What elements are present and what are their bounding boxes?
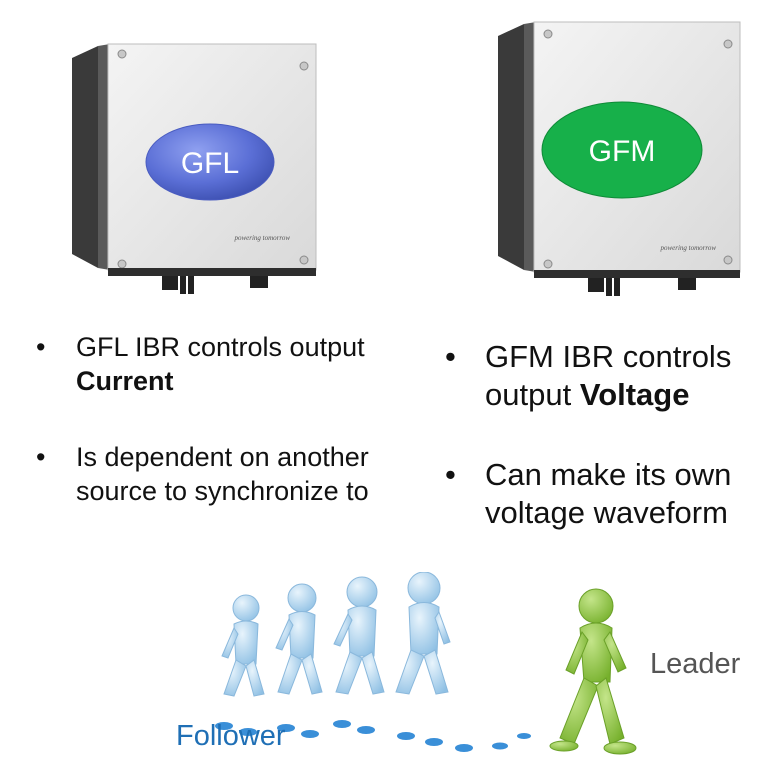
gfm-bullet-1-text: GFM IBR controls output — [485, 339, 732, 412]
leader-label: Leader — [650, 648, 741, 680]
follower-figure-4 — [395, 572, 451, 695]
follower-figure-3 — [333, 576, 385, 695]
gfl-bullet-1-strong: Current — [76, 366, 174, 396]
gfl-bullet-list: GFL IBR controls output Current Is depen… — [28, 330, 388, 550]
gfm-inverter-image: GFM powering tomorrow — [498, 21, 741, 296]
gfm-brand-text: powering tomorrow — [659, 244, 716, 252]
gfl-badge-oval — [145, 123, 275, 201]
gfm-bullet-list: GFM IBR controls output Voltage Can make… — [437, 338, 784, 574]
gfl-bullet-2: Is dependent on another source to synchr… — [28, 440, 388, 508]
gfm-bullet-2: Can make its own voltage waveform — [437, 456, 784, 532]
follower-figures-illustration — [221, 572, 451, 697]
gfl-bullet-2-text: Is dependent on another source to synchr… — [76, 442, 369, 506]
gfm-bullet-1: GFM IBR controls output Voltage — [437, 338, 784, 414]
leader-figure-illustration — [549, 588, 637, 755]
gfl-bullet-1: GFL IBR controls output Current — [28, 330, 388, 398]
gfl-bullet-1-text: GFL IBR controls output — [76, 332, 365, 362]
gfl-badge-text: GFL — [181, 147, 239, 180]
footprints-illustration — [215, 720, 531, 752]
follower-label: Follower — [176, 720, 286, 752]
gfm-bullet-2-text: Can make its own voltage waveform — [485, 457, 732, 530]
follower-figure-2 — [275, 583, 323, 695]
gfm-bullet-1-strong: Voltage — [579, 377, 690, 412]
gfm-badge-oval — [541, 101, 703, 199]
gfl-inverter-image: GFL powering tomorrow — [72, 43, 317, 294]
gfl-brand-text: powering tomorrow — [233, 234, 290, 242]
follower-figure-1 — [221, 594, 265, 697]
gfm-badge-text: GFM — [589, 135, 656, 168]
